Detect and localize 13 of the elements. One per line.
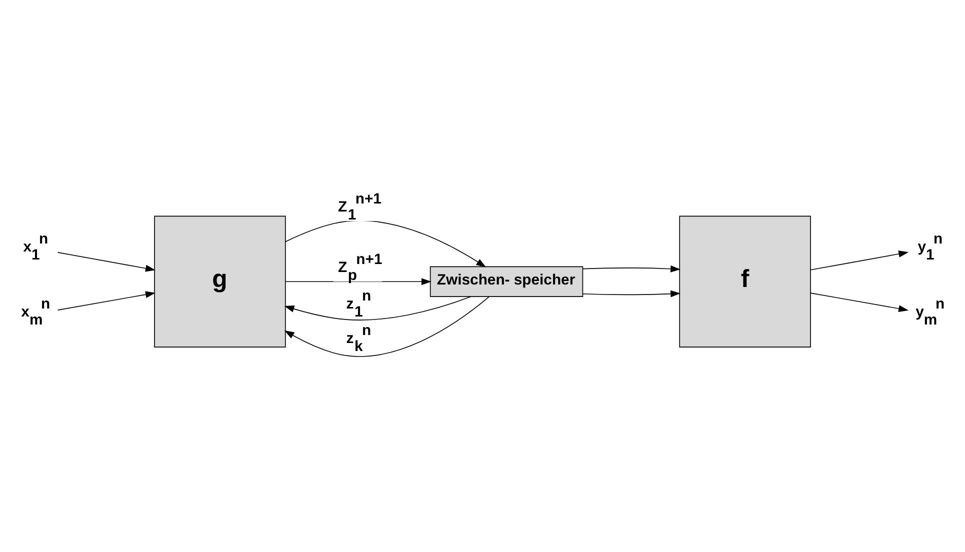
arrow [582, 290, 681, 297]
arrow [285, 278, 432, 285]
arrow [57, 252, 156, 272]
node-box: Zwischen- speicher [430, 266, 584, 296]
arrow [284, 296, 490, 356]
node-box: f [679, 215, 811, 347]
arrow [810, 250, 909, 270]
arrow [810, 292, 909, 312]
arrow [285, 220, 486, 267]
node-box: g [154, 215, 286, 347]
arrow [582, 264, 681, 272]
arrow [57, 290, 156, 310]
arrow [284, 296, 472, 320]
